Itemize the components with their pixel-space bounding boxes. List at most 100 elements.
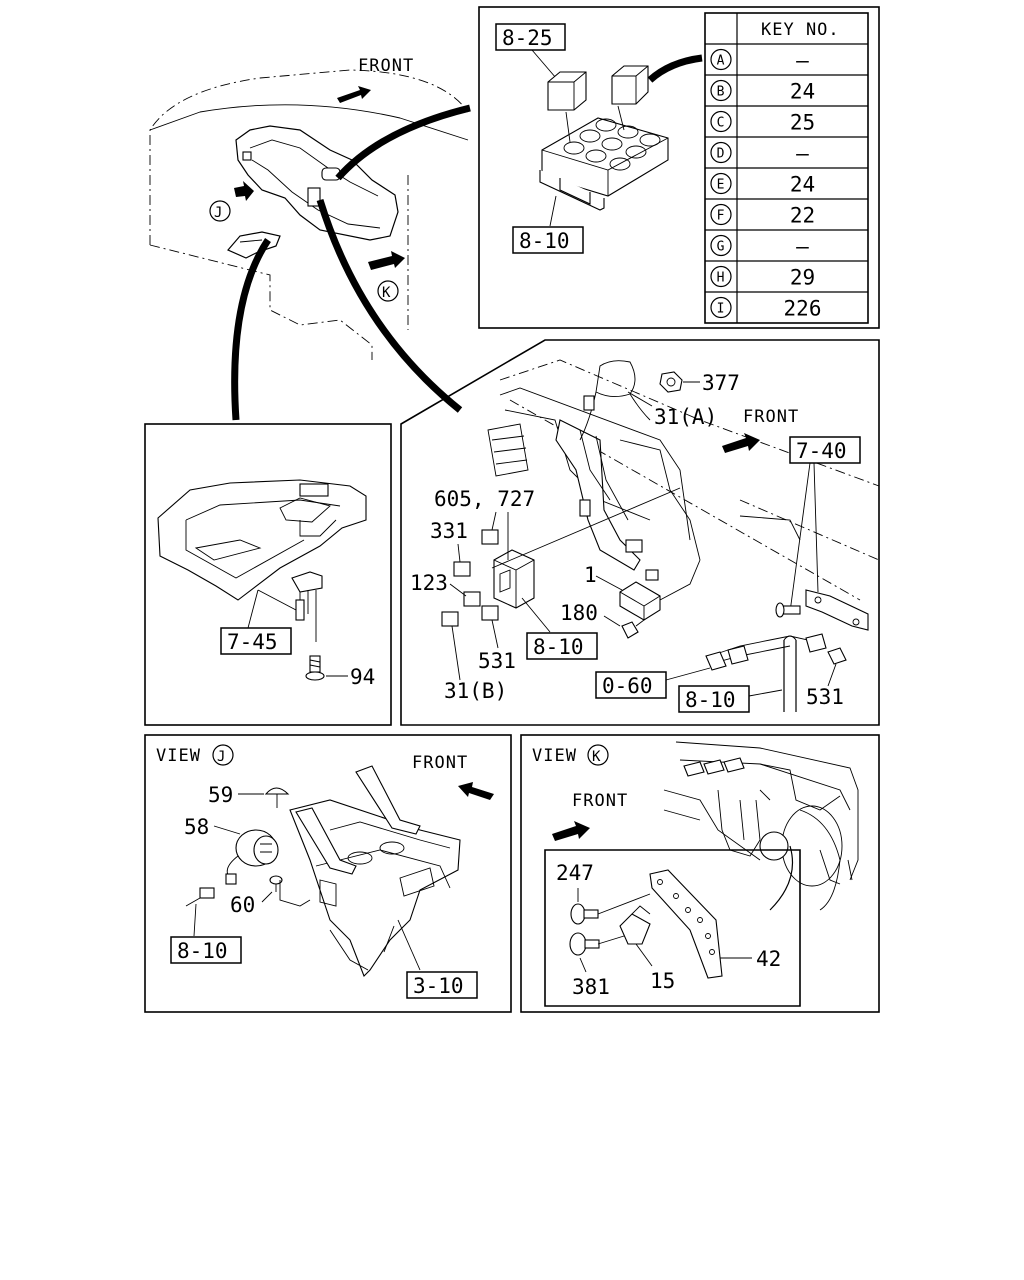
view-j-title: VIEW bbox=[156, 746, 201, 766]
front-arrow-icon bbox=[337, 86, 371, 103]
key-value: 226 bbox=[784, 297, 822, 321]
key-letter: F bbox=[717, 209, 726, 224]
ref-relay-label: 8-25 bbox=[502, 26, 553, 50]
key-value: 22 bbox=[790, 204, 815, 228]
dashboard-overview: FRONT J K bbox=[149, 56, 469, 360]
ref-harness-label: 8-10 bbox=[685, 688, 736, 712]
key-letter: I bbox=[717, 302, 726, 317]
ref-box-3-10 bbox=[406, 971, 478, 999]
key-circle-icon bbox=[710, 172, 732, 195]
relay-icon bbox=[611, 65, 649, 105]
ref-7-40-label: 7-40 bbox=[796, 439, 847, 463]
view-k-marker: K bbox=[592, 749, 601, 765]
view-k-front-label: FRONT bbox=[572, 791, 628, 811]
view-k-marker-icon bbox=[377, 280, 399, 302]
clip-180-icon bbox=[621, 621, 639, 639]
relay-cube-icon bbox=[463, 591, 481, 607]
view-k-panel: VIEW K FRONT bbox=[520, 734, 880, 1013]
ref-box-0-60 bbox=[595, 671, 667, 699]
view-j-marker-icon bbox=[209, 200, 231, 222]
view-j-panel: VIEW J FRONT 59 58 bbox=[144, 734, 512, 1013]
key-value: 24 bbox=[790, 80, 815, 104]
view-j-ref-3-10: 3-10 bbox=[413, 974, 464, 998]
part-60-label: 60 bbox=[230, 893, 255, 917]
fuse-block bbox=[539, 105, 669, 211]
part-180-label: 180 bbox=[560, 601, 598, 625]
part-377-label: 377 bbox=[702, 371, 740, 395]
key-letter: A bbox=[717, 54, 726, 69]
key-circle-icon bbox=[710, 234, 732, 257]
screw-60-icon bbox=[269, 875, 283, 892]
key-letter: D bbox=[717, 147, 726, 162]
ref-block-label: 8-10 bbox=[519, 229, 570, 253]
part-58-label: 58 bbox=[184, 815, 209, 839]
key-circle-icon bbox=[710, 265, 732, 288]
part-59-label: 59 bbox=[208, 783, 233, 807]
view-j-marker: J bbox=[217, 749, 226, 765]
front-arrow-icon bbox=[552, 821, 590, 841]
ref-box-7-45 bbox=[220, 627, 292, 655]
bolt-94-icon bbox=[305, 655, 325, 681]
key-value: 24 bbox=[790, 173, 815, 197]
ref-box-8-25 bbox=[495, 23, 566, 51]
ref-box-8-10 bbox=[170, 936, 242, 964]
ref-box-8-10 bbox=[526, 632, 598, 660]
part-1-label: 1 bbox=[584, 563, 597, 587]
ref-relay-block-label: 8-10 bbox=[533, 635, 584, 659]
part-605-727-label: 605, 727 bbox=[434, 487, 535, 511]
key-value: — bbox=[796, 235, 809, 259]
key-value: — bbox=[796, 49, 809, 73]
view-j-ref-8-10: 8-10 bbox=[177, 939, 228, 963]
view-k-title: VIEW bbox=[532, 746, 577, 766]
part-381-label: 381 bbox=[572, 975, 610, 999]
screw-381-icon bbox=[569, 932, 600, 956]
key-letter: H bbox=[717, 271, 726, 286]
key-circle-icon bbox=[710, 110, 732, 133]
bracket-42 bbox=[649, 869, 723, 979]
key-letter: G bbox=[717, 240, 726, 255]
key-circle-icon bbox=[710, 48, 732, 71]
part-331-label: 331 bbox=[430, 519, 468, 543]
dashboard-structure bbox=[663, 741, 859, 911]
key-circle-icon bbox=[710, 203, 732, 226]
key-circle-icon bbox=[710, 141, 732, 164]
front-arrow-icon bbox=[458, 782, 494, 800]
view-j-marker-icon bbox=[212, 744, 234, 766]
key-circle-icon bbox=[710, 79, 732, 102]
view-k-marker-label: K bbox=[382, 285, 391, 301]
arrow-k-icon bbox=[368, 251, 405, 270]
ref-box-8-10-lower bbox=[678, 685, 750, 713]
leader-lines bbox=[231, 104, 471, 421]
nut-377-icon bbox=[659, 371, 683, 393]
screw-59-icon bbox=[264, 787, 290, 808]
screw-247-icon bbox=[570, 903, 599, 925]
connector-icon bbox=[225, 873, 237, 885]
relay-cube-icon bbox=[441, 611, 459, 627]
clip-531-icon bbox=[827, 647, 847, 665]
harness-connector-icon bbox=[185, 887, 215, 907]
motor-58-icon bbox=[226, 829, 279, 881]
key-value: 25 bbox=[790, 111, 815, 135]
key-table-header: KEY NO. bbox=[761, 20, 840, 40]
key-letter: B bbox=[717, 85, 726, 100]
part-31b-label: 31(B) bbox=[444, 679, 507, 703]
arrow-j-icon bbox=[234, 181, 254, 201]
ref-box-8-10 bbox=[512, 226, 584, 254]
left-panel: 7-45 94 bbox=[144, 423, 392, 726]
key-letter: E bbox=[717, 178, 726, 193]
relay-cube-icon bbox=[481, 605, 499, 621]
relay-block-panel: 8-25 bbox=[478, 6, 880, 329]
view-k-marker-icon bbox=[587, 744, 609, 766]
part-42-label: 42 bbox=[756, 947, 781, 971]
key-value: — bbox=[796, 142, 809, 166]
part-531-label: 531 bbox=[478, 649, 516, 673]
relay-cube-icon bbox=[453, 561, 471, 577]
part-123-label: 123 bbox=[410, 571, 448, 595]
connector-icon bbox=[705, 633, 827, 671]
unit-1-icon bbox=[619, 581, 661, 621]
view-j-marker-label: J bbox=[214, 205, 223, 221]
main-panel: 377 31(A) FRONT 7-40 bbox=[400, 339, 880, 726]
ref-box-7-40 bbox=[789, 436, 861, 464]
